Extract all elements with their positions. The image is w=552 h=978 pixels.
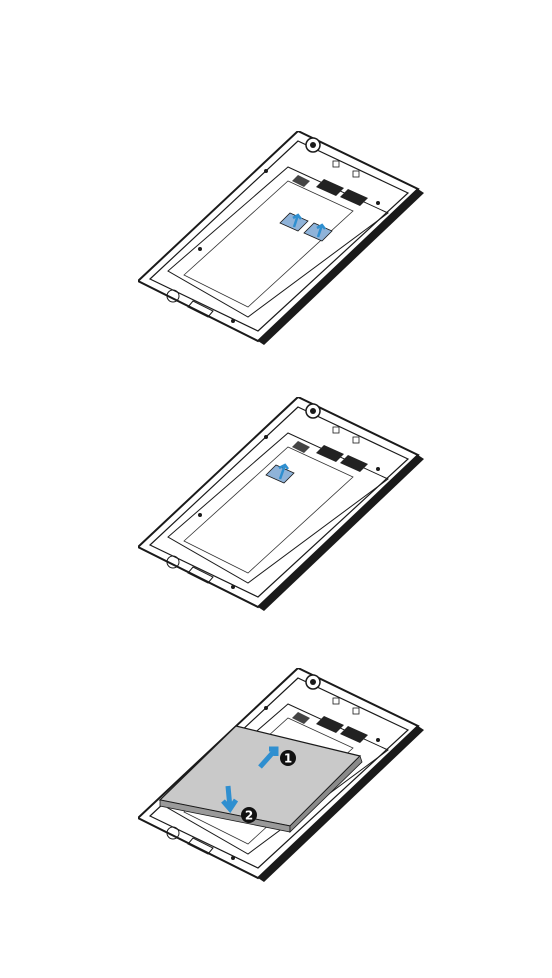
battery [158,725,363,833]
figure-insert-memory-card [138,397,428,622]
step-badge-1: 1 [280,750,296,766]
svg-text:1: 1 [284,752,292,766]
figure-insert-sim-cards [138,131,428,356]
sim-card-1 [279,212,309,232]
phone-chassis-memory [138,397,425,612]
svg-text:2: 2 [245,809,253,823]
sim-card-2 [303,222,333,242]
figure-install-battery: 1 2 [138,668,428,893]
phone-chassis-battery: 1 2 [138,668,425,883]
arrow-up-icon [278,463,289,480]
arrow-up-icon [292,213,302,228]
arrow-down-icon [221,785,239,814]
phone-chassis-sim [138,131,425,346]
arrow-up-icon [316,223,326,238]
memory-card [265,464,295,484]
step-badge-2: 2 [241,807,257,823]
arrow-up-right-icon [258,746,279,769]
